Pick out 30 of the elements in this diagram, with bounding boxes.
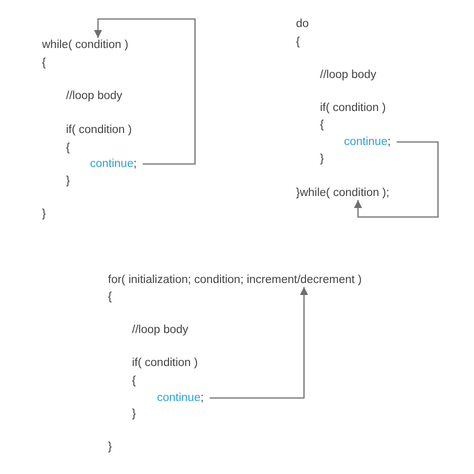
- code-keyword: continue: [157, 391, 200, 405]
- arrow: [210, 287, 308, 399]
- code-line: while( condition ): [42, 38, 128, 52]
- code-line: }: [320, 152, 324, 166]
- code-line: }: [66, 174, 70, 188]
- code-line: }: [108, 440, 112, 454]
- code-keyword: continue: [344, 135, 388, 149]
- code-line: for( initialization; condition; increment/decrement ): [108, 273, 362, 287]
- code-line: if( condition ): [320, 101, 386, 115]
- code-line: {: [42, 56, 46, 70]
- code-line: }while( condition );: [296, 186, 390, 200]
- code-line: }: [132, 407, 136, 421]
- code-comment: //loop body: [320, 68, 376, 82]
- code-line: }: [42, 207, 46, 221]
- code-comment: //loop body: [132, 323, 188, 337]
- code-line: {: [296, 35, 300, 49]
- code-line: {: [108, 290, 112, 304]
- code-line: {: [132, 374, 136, 388]
- arrow: [354, 141, 439, 218]
- code-punctuation: ;: [387, 135, 391, 149]
- code-line: {: [66, 141, 70, 155]
- code-comment: //loop body: [66, 89, 122, 103]
- code-line: if( condition ): [132, 356, 198, 370]
- code-line: if( condition ): [66, 123, 132, 137]
- code-line: {: [320, 118, 324, 132]
- code-keyword: continue: [90, 157, 134, 171]
- arrow: [94, 18, 196, 165]
- code-punctuation: ;: [200, 391, 204, 405]
- code-line: do: [296, 17, 309, 31]
- code-punctuation: ;: [133, 157, 137, 171]
